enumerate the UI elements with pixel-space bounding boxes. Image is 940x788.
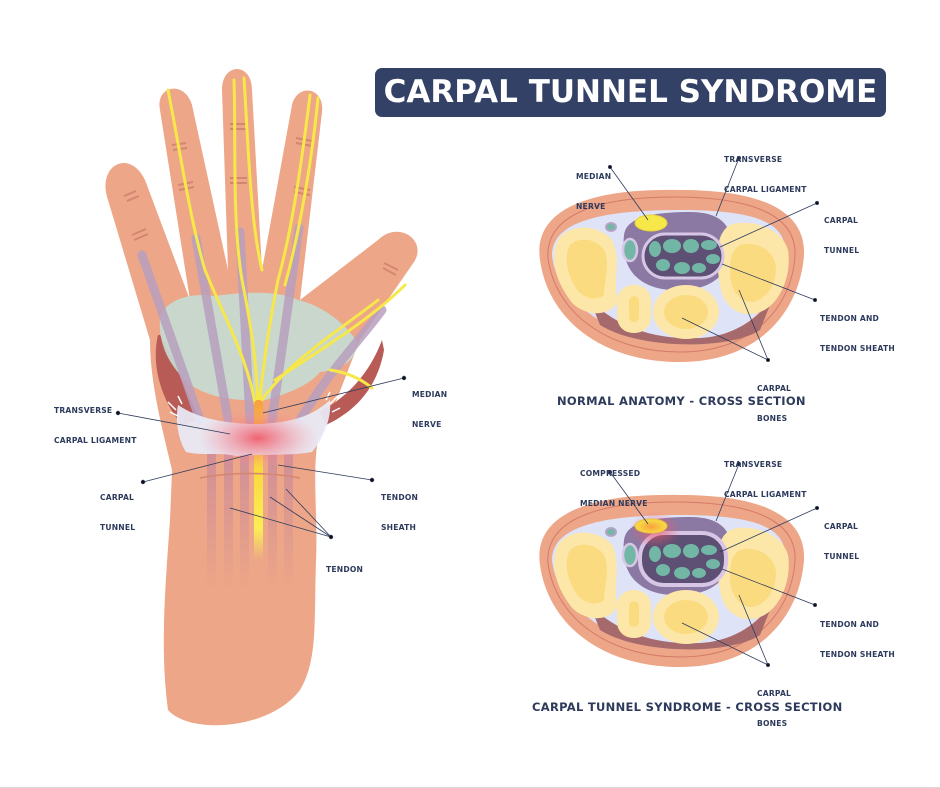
syndrome-label-median-nerve: COMPRESSED MEDIAN NERVE — [580, 449, 648, 519]
tendons — [649, 239, 720, 274]
ulnar-artery — [605, 222, 617, 232]
wrist-crease — [199, 472, 301, 479]
inflammation-glow — [198, 408, 318, 468]
label-line: MEDIAN NERVE — [580, 499, 648, 508]
normal-label-median-nerve: MEDIAN NERVE — [576, 152, 611, 222]
label-line: TENDON — [381, 493, 419, 502]
label-line: TENDON SHEATH — [820, 344, 895, 353]
normal-label-transverse-carpal-ligament: TRANSVERSE CARPAL LIGAMENT — [724, 135, 807, 205]
normal-label-carpal-tunnel: CARPAL TUNNEL — [824, 196, 859, 266]
label-transverse-carpal-ligament: TRANSVERSE CARPAL LIGAMENT — [54, 386, 137, 456]
label-line: TENDON SHEATH — [820, 650, 895, 659]
label-line: SHEATH — [381, 523, 417, 532]
normal-cross-section — [539, 189, 805, 362]
label-line: TRANSVERSE — [724, 155, 783, 164]
label-line: CARPAL — [757, 384, 792, 393]
ligament-fibers — [167, 391, 341, 417]
label-line: BONES — [757, 414, 788, 423]
palm-tendons — [137, 223, 387, 425]
label-line: CARPAL — [824, 522, 859, 531]
median-nerve-branches — [166, 76, 407, 422]
label-line: CARPAL LIGAMENT — [724, 185, 807, 194]
label-line: NERVE — [576, 202, 606, 211]
label-line: MEDIAN — [576, 172, 612, 181]
hand-illustration — [105, 69, 418, 726]
label-tendon-sheath: TENDON SHEATH — [381, 473, 418, 543]
hand-leader-lines — [115, 375, 407, 540]
label-median-nerve: MEDIAN NERVE — [412, 370, 447, 440]
label-line: CARPAL — [100, 493, 135, 502]
label-line: COMPRESSED — [580, 469, 641, 478]
syndrome-cross-section — [539, 494, 805, 667]
label-line: TUNNEL — [824, 552, 860, 561]
hypothenar-muscle — [155, 335, 200, 425]
syndrome-label-carpal-bones: CARPAL BONES — [757, 669, 791, 739]
syndrome-section-caption: CARPAL TUNNEL SYNDROME - CROSS SECTION — [532, 700, 843, 714]
label-line: CARPAL — [757, 689, 792, 698]
compressed-median-nerve — [634, 518, 668, 534]
label-line: TENDON AND — [820, 314, 880, 323]
normal-section-caption: NORMAL ANATOMY - CROSS SECTION — [557, 394, 806, 408]
label-line: TENDON — [326, 565, 364, 574]
thenar-muscle — [320, 340, 384, 425]
label-line: TRANSVERSE — [54, 406, 113, 415]
normal-leader-lines — [608, 155, 820, 362]
label-line: BONES — [757, 719, 788, 728]
label-line: TENDON AND — [820, 620, 880, 629]
page-title: CARPAL TUNNEL SYNDROME — [375, 68, 886, 117]
syndrome-label-transverse-carpal-ligament: TRANSVERSE CARPAL LIGAMENT — [724, 440, 807, 510]
syndrome-label-tendon-and-sheath: TENDON AND TENDON SHEATH — [820, 600, 895, 670]
carpal-bones — [554, 222, 789, 339]
label-line: MEDIAN — [412, 390, 448, 399]
median-nerve — [634, 214, 668, 232]
label-carpal-tunnel: CARPAL TUNNEL — [100, 473, 135, 543]
normal-label-tendon-and-sheath: TENDON AND TENDON SHEATH — [820, 294, 895, 364]
label-line: CARPAL — [824, 216, 859, 225]
syndrome-leader-lines — [608, 461, 820, 668]
label-tendon: TENDON — [326, 545, 363, 585]
normal-label-carpal-bones: CARPAL BONES — [757, 364, 791, 434]
label-line: TRANSVERSE — [724, 460, 783, 469]
label-line: TUNNEL — [824, 246, 860, 255]
label-line: CARPAL LIGAMENT — [724, 490, 807, 499]
label-line: TUNNEL — [100, 523, 136, 532]
label-line: NERVE — [412, 420, 442, 429]
flexor-tendon — [621, 237, 639, 263]
wrist-tendons — [207, 440, 293, 590]
label-line: CARPAL LIGAMENT — [54, 436, 137, 445]
syndrome-label-carpal-tunnel: CARPAL TUNNEL — [824, 502, 859, 572]
